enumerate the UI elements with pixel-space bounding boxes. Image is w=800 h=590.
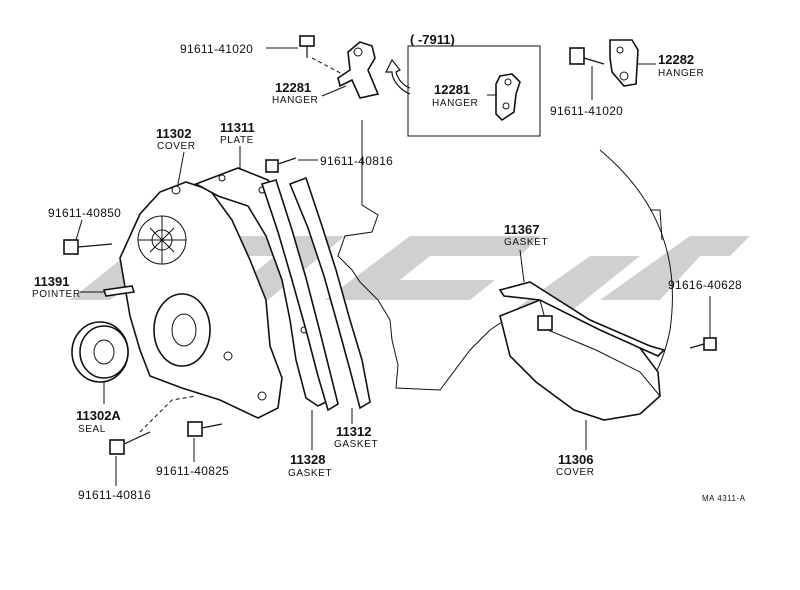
seal-11302a-number: 11302A [76, 408, 121, 423]
inset-frame [407, 45, 541, 137]
hanger-12281-number: 12281 [275, 80, 312, 95]
bolt-91611-41020-right-shape [569, 47, 605, 100]
bolt-91611-40825-shape [187, 421, 223, 462]
seal-11302a-shape [71, 321, 129, 404]
bolt-91611-40850-shape [63, 239, 113, 255]
bolt-91611-40816-bottom-label: 91611-40816 [78, 488, 152, 502]
bolt-91611-41020-top-shape [299, 35, 351, 79]
gasket-11328-shape [260, 179, 339, 412]
hanger-12282-name: HANGER [658, 68, 705, 79]
bolt-91616-40628-shape [689, 296, 717, 351]
gasket-11367-number: 11367 [504, 222, 540, 237]
hanger-12281-shape [337, 41, 380, 99]
bolt-91611-40816-top-label: 91611-40816 [320, 154, 394, 168]
cover-11306-name: COVER [556, 467, 595, 478]
pointer-11391-number: 11391 [34, 274, 70, 289]
hanger-12281-inset-number: 12281 [434, 82, 471, 97]
cover-11306-shape [499, 299, 661, 450]
pointer-11391-shape [102, 285, 136, 297]
plate-11311-name: PLATE [220, 135, 254, 146]
pointer-11391-name: POINTER [32, 289, 81, 300]
inset-range-label: ( -7911) [410, 32, 455, 47]
reference-code: MA 4311-A [702, 494, 746, 503]
hanger-12281-inset-name: HANGER [432, 98, 479, 109]
gasket-11328-number: 11328 [290, 452, 326, 467]
cover-11306-number: 11306 [558, 452, 594, 467]
gasket-11312-name: GASKET [334, 439, 379, 450]
bolt-91616-40628-label: 91616-40628 [668, 278, 743, 292]
pointer-arrow-icon [385, 58, 411, 95]
bolt-91611-40816-bottom-shape [109, 395, 197, 486]
gasket-11328-name: GASKET [288, 468, 333, 479]
seal-11302a-name: SEAL [78, 424, 106, 435]
gasket-11312-number: 11312 [336, 424, 372, 439]
bolt-91611-40850-label: 91611-40850 [48, 206, 122, 220]
gasket-11312-shape [288, 176, 371, 450]
cover-11302-name: COVER [157, 141, 196, 152]
timing-cover-11302-shape [119, 181, 283, 419]
gasket-11367-name: GASKET [504, 237, 549, 248]
gasket-11367-shape [498, 249, 666, 357]
hanger-12282-number: 12282 [658, 52, 695, 67]
hanger-12282-shape [609, 39, 656, 87]
bolt-91611-41020-right-label: 91611-41020 [550, 104, 624, 118]
bolt-91611-40825-label: 91611-40825 [156, 464, 230, 478]
bolt-91611-41020-top-label: 91611-41020 [180, 42, 254, 56]
plate-11311-number: 11311 [220, 120, 255, 135]
bolt-91611-40816-top-shape [265, 157, 318, 173]
cover-11302-number: 11302 [156, 126, 192, 141]
hanger-12281-name: HANGER [272, 95, 319, 106]
leader-lines [75, 47, 347, 293]
